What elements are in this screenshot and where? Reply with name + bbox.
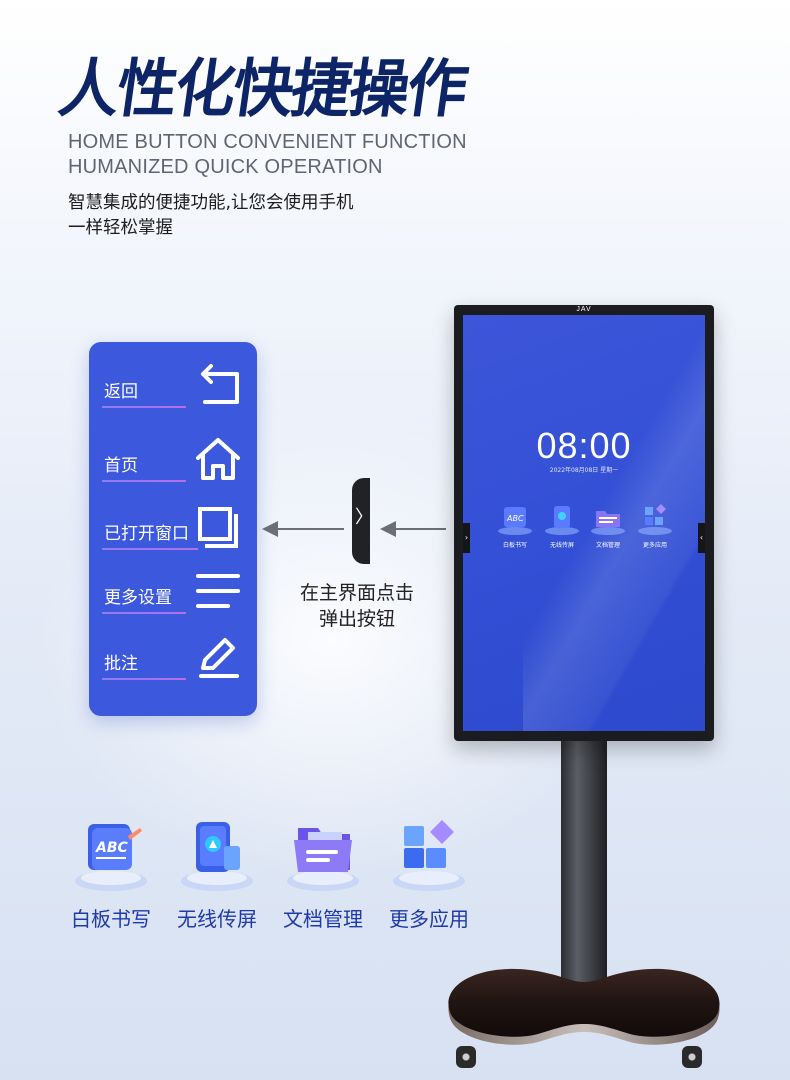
label-underline	[102, 406, 186, 408]
wheel	[456, 1046, 476, 1068]
quick-menu-panel: 返回 首页 已打开窗口 更多设置 批注	[89, 342, 257, 716]
menu-item-label: 已打开窗口	[104, 524, 189, 544]
app-label: 白板书写	[502, 542, 527, 549]
display-device: JAV 08:00 2022年08月08日 星期一 ABC 白板书写 无线传屏 …	[454, 305, 714, 741]
stand-pole	[561, 738, 607, 1012]
icon-text: ABC	[95, 840, 129, 856]
screen-date: 2022年08月08日 星期一	[549, 467, 619, 474]
menu-lines-icon	[193, 566, 243, 616]
feature-whiteboard: ABC 白板书写	[66, 818, 156, 932]
popup-caption: 在主界面点击 弹出按钮	[280, 580, 434, 632]
menu-item-open-windows[interactable]: 已打开窗口	[89, 496, 257, 556]
label-underline	[102, 480, 186, 482]
brand-logo: JAV	[576, 306, 592, 313]
menu-item-home[interactable]: 首页	[89, 428, 257, 488]
page-title: 人性化快捷操作	[54, 52, 471, 127]
folder-icon	[588, 501, 628, 537]
feature-label: 白板书写	[71, 907, 151, 931]
chevron-right-icon: 〉	[355, 507, 373, 528]
feature-label: 文档管理	[283, 907, 363, 931]
feature-documents: 文档管理	[278, 818, 368, 932]
whiteboard-abc-icon: ABC	[66, 818, 156, 894]
popup-button[interactable]: 〉	[352, 478, 373, 564]
label-underline	[102, 612, 186, 614]
apps-grid-icon	[384, 818, 474, 894]
app-label: 更多应用	[642, 542, 667, 549]
left-edge-tab[interactable]: ›	[463, 523, 470, 553]
popup-caption-line-2: 弹出按钮	[318, 608, 395, 630]
arrow-left-icon	[262, 521, 344, 537]
svg-text:ABC: ABC	[506, 514, 524, 523]
feature-label: 无线传屏	[177, 907, 257, 931]
stand-base	[448, 968, 720, 1045]
screen-clock: 08:00	[536, 425, 632, 466]
right-edge-tab[interactable]: ‹	[698, 523, 705, 553]
home-icon	[193, 434, 243, 484]
app-label: 文档管理	[595, 542, 620, 549]
wireless-cast-icon	[542, 501, 582, 537]
menu-item-label: 首页	[104, 456, 138, 476]
screen-app-wireless[interactable]: 无线传屏	[539, 501, 585, 549]
device-screen: 08:00 2022年08月08日 星期一 ABC 白板书写 无线传屏 文档管理…	[463, 315, 705, 731]
whiteboard-abc-icon: ABC	[495, 501, 535, 537]
apps-grid-icon	[635, 501, 675, 537]
windows-icon	[193, 502, 243, 552]
description-line-2: 一样轻松掌握	[68, 218, 173, 238]
feature-more-apps: 更多应用	[384, 818, 474, 932]
feature-wireless: 无线传屏	[172, 818, 262, 932]
wheel	[682, 1046, 702, 1068]
app-label: 无线传屏	[549, 542, 574, 549]
menu-item-label: 批注	[104, 654, 138, 674]
description: 智慧集成的便捷功能,让您会使用手机 一样轻松掌握	[68, 191, 428, 241]
menu-item-more-settings[interactable]: 更多设置	[89, 560, 257, 620]
popup-caption-line-1: 在主界面点击	[299, 582, 414, 604]
wireless-cast-icon	[172, 818, 262, 894]
arrow-left-icon	[380, 521, 446, 537]
pen-icon	[193, 632, 243, 682]
menu-item-label: 返回	[104, 382, 138, 402]
screen-app-documents[interactable]: 文档管理	[585, 501, 631, 549]
menu-item-back[interactable]: 返回	[89, 354, 257, 414]
label-underline	[102, 678, 186, 680]
screen-app-whiteboard[interactable]: ABC 白板书写	[492, 501, 538, 549]
feature-label: 更多应用	[389, 907, 469, 931]
english-subtitle: HOME BUTTON CONVENIENT FUNCTION HUMANIZE…	[68, 131, 467, 178]
menu-item-annotate[interactable]: 批注	[89, 626, 257, 686]
menu-item-label: 更多设置	[104, 588, 172, 608]
label-underline	[102, 548, 198, 550]
back-arrow-icon	[193, 360, 243, 410]
screen-app-more[interactable]: 更多应用	[632, 501, 678, 549]
folder-icon	[278, 818, 368, 894]
description-line-1: 智慧集成的便捷功能,让您会使用手机	[68, 193, 354, 213]
